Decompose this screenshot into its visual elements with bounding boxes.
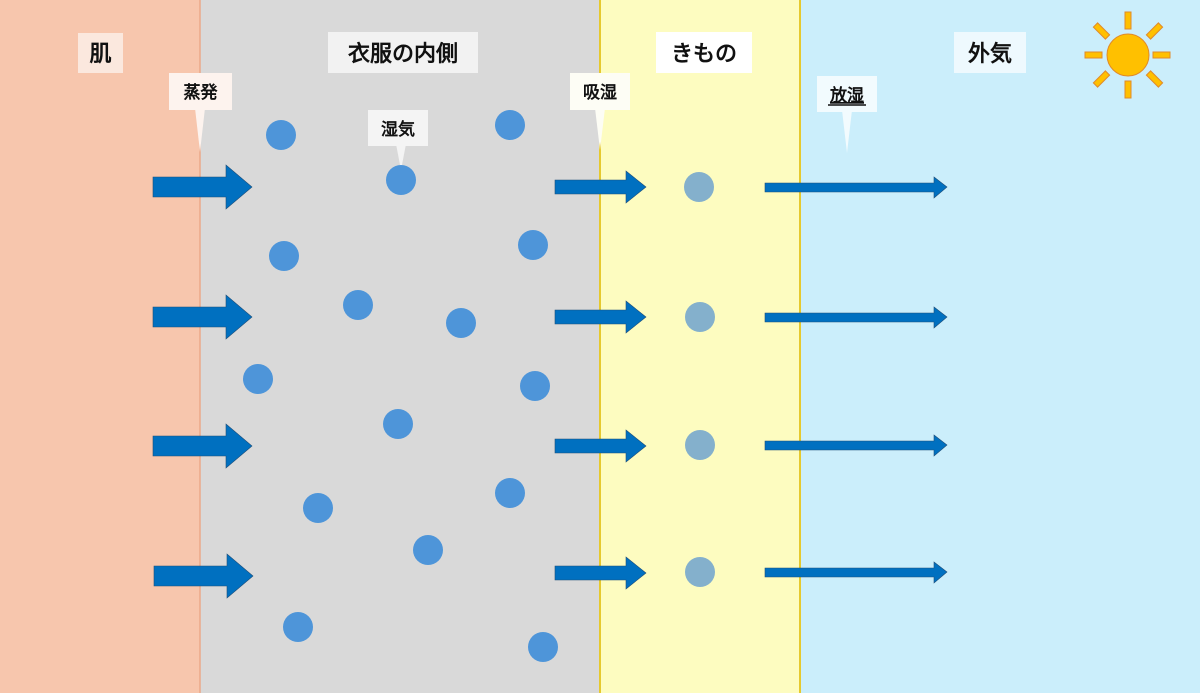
svg-text:湿気: 湿気: [381, 119, 415, 140]
svg-text:肌: 肌: [89, 42, 111, 67]
moisture-dot: [303, 493, 333, 523]
moisture-dot: [495, 478, 525, 508]
release-arrow: [764, 176, 948, 199]
evaporation-arrow: [152, 294, 253, 340]
moisture-dot: [243, 364, 273, 394]
moisture-dot: [386, 165, 416, 195]
evaporation-arrow: [153, 553, 254, 599]
release-arrow: [764, 561, 948, 584]
absorbed-moisture-dot: [685, 430, 715, 460]
moisture-dot: [495, 110, 525, 140]
moisture-dot: [528, 632, 558, 662]
release-callout: 放湿: [817, 76, 877, 153]
release-arrow: [764, 306, 948, 329]
skin-label: 肌: [78, 33, 123, 73]
moisture-dot: [446, 308, 476, 338]
absorbed-moisture-dot: [685, 302, 715, 332]
moisture-dot: [413, 535, 443, 565]
moisture-dot: [266, 120, 296, 150]
outside-air-label: 外気: [954, 32, 1026, 73]
absorption-callout: 吸湿: [570, 73, 630, 150]
absorption-arrow: [554, 556, 647, 590]
evaporation-callout: 蒸発: [169, 73, 232, 152]
absorption-arrow: [554, 429, 647, 463]
evaporation-arrow: [152, 164, 253, 210]
svg-text:きもの: きもの: [671, 42, 737, 67]
kimono-label: きもの: [656, 32, 752, 73]
evaporation-arrow: [152, 423, 253, 469]
moisture-dot: [269, 241, 299, 271]
humidity-callout: 湿気: [368, 110, 428, 170]
moisture-dot: [383, 409, 413, 439]
inner-clothes-zone: [200, 0, 600, 693]
svg-text:衣服の内側: 衣服の内側: [348, 41, 458, 67]
absorption-arrow: [554, 300, 647, 334]
release-arrow: [764, 434, 948, 457]
absorption-arrow: [554, 170, 647, 204]
svg-text:外気: 外気: [968, 41, 1012, 67]
moisture-dot: [518, 230, 548, 260]
absorbed-moisture-dot: [685, 557, 715, 587]
sun-icon: [1084, 11, 1171, 99]
outside-air-zone: [800, 0, 1200, 693]
moisture-dot: [343, 290, 373, 320]
svg-text:吸湿: 吸湿: [583, 83, 617, 103]
svg-text:放湿: 放湿: [829, 85, 864, 106]
svg-text:蒸発: 蒸発: [184, 82, 219, 103]
inner-clothes-label: 衣服の内側: [328, 32, 478, 73]
absorbed-moisture-dot: [684, 172, 714, 202]
moisture-dot: [520, 371, 550, 401]
moisture-dot: [283, 612, 313, 642]
